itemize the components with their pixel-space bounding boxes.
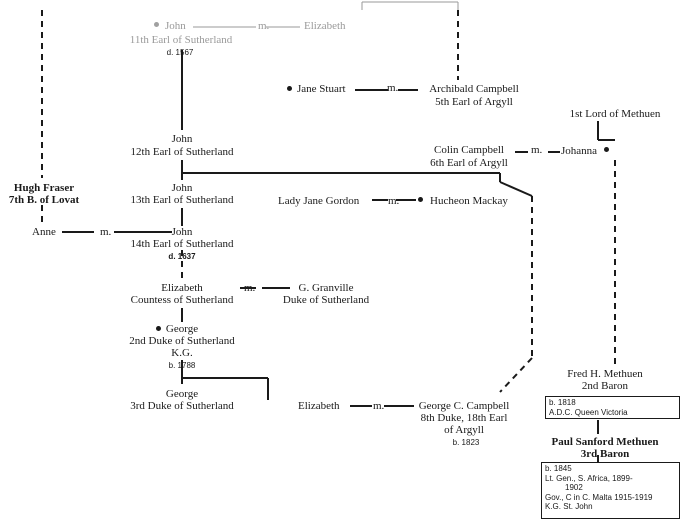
person-name: Fred H. Methuen — [567, 368, 643, 380]
person-note: b. 1823 — [452, 438, 480, 447]
person-title: 8th Duke, 18th Earl — [420, 412, 508, 424]
person-name: Elizabeth — [161, 282, 203, 294]
person-name: John — [171, 182, 193, 194]
box-line: Lt. Gen., S. Africa, 1899- — [545, 473, 633, 483]
biography-box: b. 1818 A.D.C. Queen Victoria — [545, 396, 680, 419]
box-line: A.D.C. Queen Victoria — [549, 407, 628, 417]
marriage-label: m. — [100, 226, 112, 238]
person-name: George — [165, 323, 199, 335]
person-name: Elizabeth — [298, 400, 340, 412]
biography-box: b. 1845 Lt. Gen., S. Africa, 1899- 1902 … — [541, 462, 680, 519]
person-name: Hucheon Mackay — [430, 195, 508, 207]
person-marker-dot — [156, 326, 161, 331]
person-title: Duke of Sutherland — [282, 294, 370, 306]
person-name: G. Granville — [298, 282, 354, 294]
person-name: John — [165, 20, 186, 32]
box-line: K.G. St. John — [545, 502, 593, 511]
person-marker-dot — [418, 197, 423, 202]
person-name: Lady Jane Gordon — [278, 195, 360, 207]
person-marker-dot — [287, 86, 292, 91]
person-name: John — [171, 133, 193, 145]
person-name: George C. Campbell — [418, 400, 510, 412]
person-note: b. 1788 — [168, 361, 196, 370]
marriage-label: m. — [244, 282, 256, 294]
marriage-label: m. — [258, 20, 270, 32]
marriage-label: m. — [373, 400, 385, 412]
person-title: 11th Earl of Sutherland — [129, 34, 233, 46]
box-line: Gov., C in C. Malta 1915-1919 — [545, 492, 653, 502]
person-title: 3rd Baron — [580, 448, 630, 460]
person-marker-dot — [604, 147, 609, 152]
person-note: d. 1567 — [166, 48, 194, 57]
person-title: 6th Earl of Argyll — [430, 157, 508, 169]
marriage-label: m. — [531, 144, 543, 156]
person-title: 2nd Baron — [581, 380, 629, 392]
person-title: 14th Earl of Sutherland — [130, 238, 234, 250]
person-title: 5th Earl of Argyll — [435, 96, 513, 108]
person-name: Elizabeth — [304, 20, 346, 32]
person-name: Jane Stuart — [297, 83, 346, 95]
person-title: 3rd Duke of Sutherland — [130, 400, 234, 412]
person-name: Archibald Campbell — [429, 83, 519, 95]
person-name: Johanna — [561, 145, 598, 157]
person-marker-dot — [154, 22, 159, 27]
person-title: 7th B. of Lovat — [8, 194, 80, 206]
person-name: George — [165, 388, 199, 400]
person-name: Colin Campbell — [434, 144, 504, 156]
marriage-label: m. — [388, 195, 400, 207]
box-line: b. 1845 — [545, 464, 572, 473]
marriage-label: m. — [387, 82, 399, 94]
person-title: 2nd Duke of Sutherland — [129, 335, 235, 347]
person-note: d. 1637 — [168, 252, 196, 261]
person-title: of Argyll — [444, 424, 484, 436]
person-name: Hugh Fraser — [13, 182, 75, 194]
box-line: b. 1818 — [549, 398, 576, 407]
person-name: 1st Lord of Methuen — [569, 108, 661, 120]
person-name: Paul Sanford Methuen — [551, 436, 659, 448]
person-name: Anne — [32, 226, 56, 238]
person-name: John — [171, 226, 193, 238]
person-title: 13th Earl of Sutherland — [130, 194, 234, 206]
person-title: 12th Earl of Sutherland — [130, 146, 234, 158]
person-title: K.G. — [171, 347, 193, 359]
person-title: Countess of Sutherland — [130, 294, 234, 306]
box-line: 1902 — [565, 483, 583, 492]
